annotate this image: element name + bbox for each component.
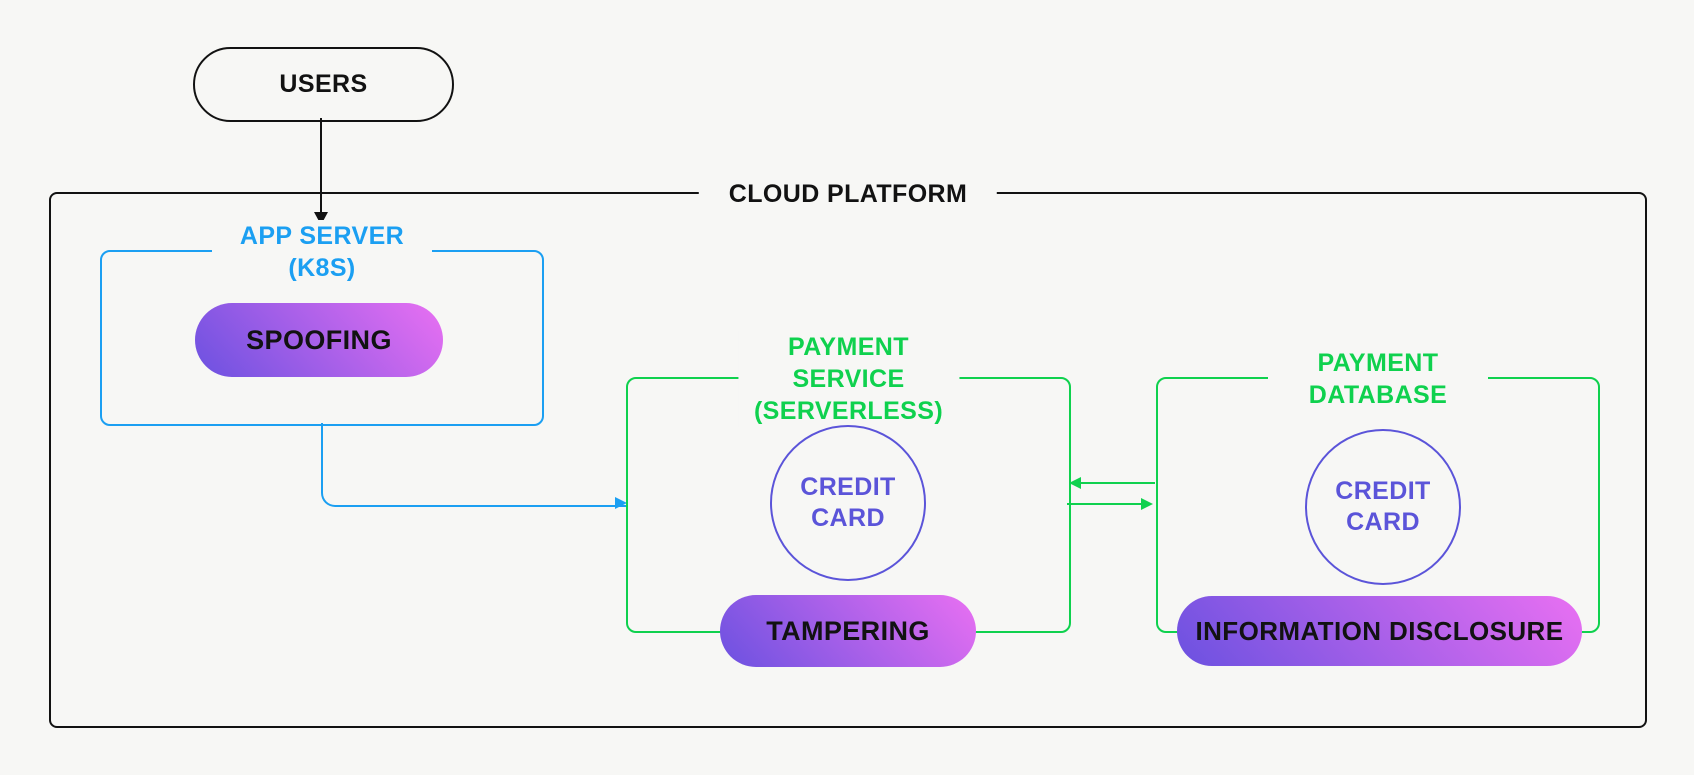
payment-service-credit-card-label: CREDIT CARD bbox=[800, 473, 896, 532]
payment-database-label: PAYMENT DATABASE bbox=[1268, 347, 1488, 411]
cloud-platform-label: CLOUD PLATFORM bbox=[698, 178, 998, 210]
app-server-label: APP SERVER (K8S) bbox=[212, 220, 432, 284]
tampering-threat-label: TAMPERING bbox=[766, 615, 930, 646]
app-server-box: APP SERVER (K8S) bbox=[100, 220, 544, 426]
users-node-label: USERS bbox=[279, 70, 368, 98]
app-server-to-payment-service-arrowhead-icon bbox=[614, 497, 627, 510]
information-disclosure-threat-pill: INFORMATION DISCLOSURE bbox=[1177, 596, 1582, 666]
payment-service-label: PAYMENT SERVICE (SERVERLESS) bbox=[737, 331, 960, 427]
spoofing-threat-pill: SPOOFING bbox=[195, 303, 443, 377]
payment-service-to-payment-database-arrow-line bbox=[1067, 502, 1143, 506]
app-server-to-payment-service-connector bbox=[321, 423, 628, 507]
payment-database-credit-card-asset: CREDIT CARD bbox=[1305, 429, 1461, 585]
payment-service-to-payment-database-arrowhead-icon bbox=[1141, 497, 1153, 510]
tampering-threat-pill: TAMPERING bbox=[720, 595, 976, 667]
users-node: USERS bbox=[193, 47, 454, 122]
payment-database-credit-card-label: CREDIT CARD bbox=[1335, 477, 1431, 536]
cloud-platform-boundary: CLOUD PLATFORM bbox=[49, 178, 1647, 728]
payment-database-box: PAYMENT DATABASE bbox=[1156, 347, 1600, 633]
users-to-app-server-arrow-line bbox=[319, 118, 323, 213]
payment-database-to-payment-service-arrow-line bbox=[1079, 481, 1155, 485]
payment-database-to-payment-service-arrowhead-icon bbox=[1069, 476, 1081, 489]
payment-service-credit-card-asset: CREDIT CARD bbox=[770, 425, 926, 581]
information-disclosure-threat-label: INFORMATION DISCLOSURE bbox=[1195, 615, 1564, 646]
spoofing-threat-label: SPOOFING bbox=[246, 324, 392, 355]
